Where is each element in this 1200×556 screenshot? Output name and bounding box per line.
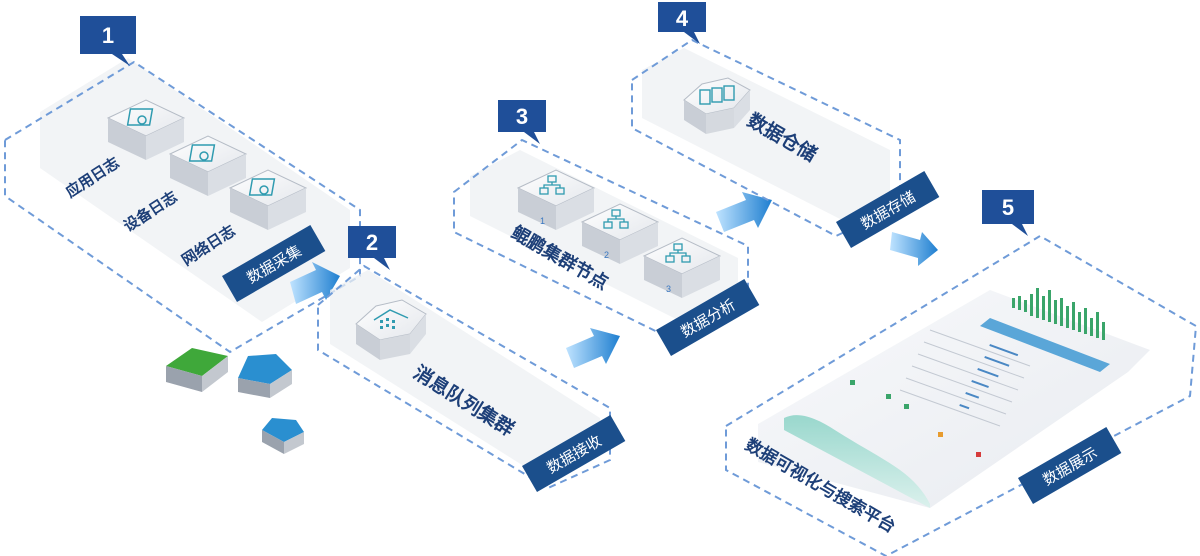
stage-1-group: 1 (4, 16, 361, 354)
stage-4-group: 4 数据仓储 数据存储 (631, 2, 940, 248)
stage-3-group: 3 1 2 (453, 100, 760, 356)
dashboard-row-lines (899, 329, 1031, 427)
small-blue-tile-icon (262, 418, 304, 454)
dashboard-area-chart (784, 415, 930, 508)
stage-5-badge-number: 5 (1002, 195, 1014, 220)
stage-3-badge-number: 3 (516, 104, 528, 129)
stage-5-group: 5 (725, 190, 1198, 556)
stage-5-dashed-border (725, 234, 1198, 556)
decorative-tiles (166, 348, 304, 454)
stage-4-badge-number: 4 (676, 6, 689, 31)
stage-2-dashed-border (317, 264, 611, 490)
stage-4-dashed-border (631, 38, 901, 238)
dashboard-icon (758, 288, 1150, 508)
stage-2-badge-number: 2 (366, 230, 378, 255)
storage-rack-icon (683, 77, 751, 134)
stage-4-badge: 4 (658, 2, 706, 44)
flow-arrow-1 (290, 262, 340, 304)
stage-2-badge: 2 (348, 226, 396, 270)
stage-1-badge-number: 1 (102, 23, 114, 48)
dashboard-kpis (850, 380, 981, 457)
node-number-2: 2 (604, 250, 609, 260)
stage-2-group: 2 消息队列集群 数据接收 (317, 226, 626, 492)
stage-1-badge: 1 (80, 16, 136, 66)
cluster-node-icon: 1 2 3 (516, 169, 722, 298)
dashboard-header-bar (980, 318, 1110, 372)
dashboard-bar-chart (1012, 288, 1105, 340)
stage-5-tag: 数据展示 (1018, 427, 1122, 504)
node-number-3: 3 (666, 284, 671, 294)
flow-arrow-4 (890, 232, 938, 266)
house-grid-icon (355, 299, 427, 360)
flow-arrow-3 (716, 192, 772, 232)
flow-arrow-2 (566, 328, 620, 368)
blue-pentagon-tile-icon (238, 354, 292, 398)
stage-5-badge: 5 (982, 190, 1034, 236)
green-tile-icon (166, 348, 228, 392)
node-number-1: 1 (540, 216, 545, 226)
dashboard-rows (959, 343, 1019, 410)
stage-3-badge: 3 (498, 100, 546, 144)
log-box-icon (106, 99, 308, 230)
